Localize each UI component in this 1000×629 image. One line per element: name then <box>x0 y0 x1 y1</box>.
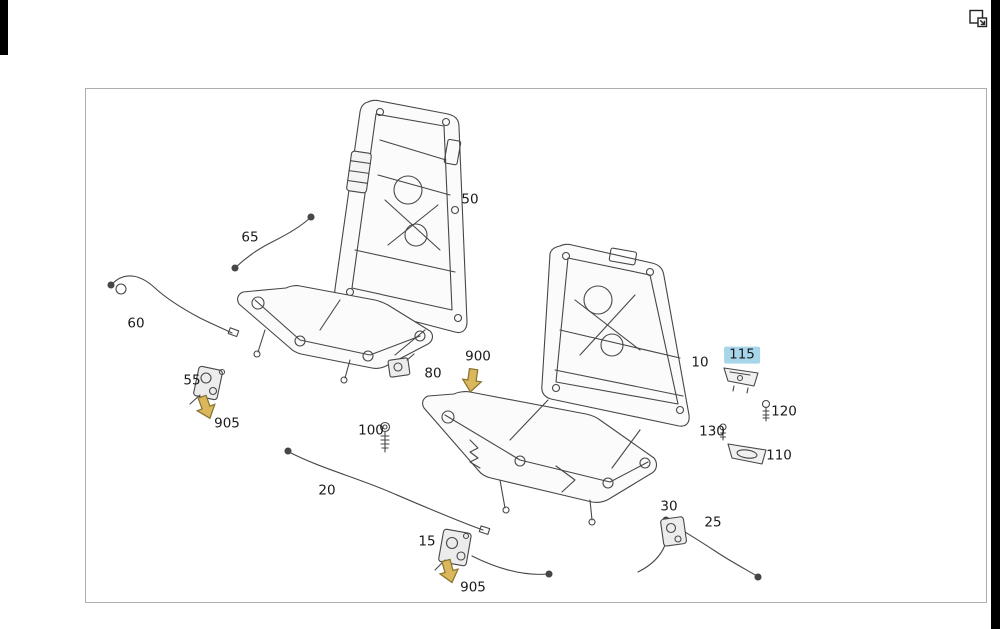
part-label-30[interactable]: 30 <box>660 498 678 515</box>
left-seat-backrest <box>334 99 468 334</box>
part-label-80[interactable]: 80 <box>424 365 442 382</box>
bracket-80 <box>387 353 415 378</box>
highlight-arrow-icon[interactable] <box>459 367 484 395</box>
open-new-window-icon[interactable] <box>968 8 988 28</box>
right-seat-base <box>422 391 657 526</box>
left-seat-base <box>237 285 433 384</box>
part-label-25[interactable]: 25 <box>704 514 722 531</box>
part-label-50[interactable]: 50 <box>461 191 479 208</box>
highlight-arrow-icon[interactable] <box>191 392 220 423</box>
part-label-10[interactable]: 10 <box>691 354 709 371</box>
part-label-120[interactable]: 120 <box>771 403 797 420</box>
part-label-20[interactable]: 20 <box>318 482 336 499</box>
latch-30 <box>660 516 687 547</box>
screw-120 <box>761 399 771 422</box>
highlight-arrow-icon[interactable] <box>435 557 463 587</box>
part-label-900[interactable]: 900 <box>465 348 491 365</box>
bracket-110 <box>727 443 767 465</box>
part-label-905-left[interactable]: 905 <box>214 415 240 432</box>
right-seat-backrest <box>541 243 690 427</box>
part-label-100[interactable]: 100 <box>358 422 384 439</box>
part-label-55[interactable]: 55 <box>183 372 201 389</box>
left-edge-bar <box>0 0 8 55</box>
part-label-905-bottom[interactable]: 905 <box>460 579 486 596</box>
right-edge-bar <box>991 0 1000 629</box>
part-label-110[interactable]: 110 <box>766 447 792 464</box>
part-label-60[interactable]: 60 <box>127 315 145 332</box>
part-label-15[interactable]: 15 <box>418 533 436 550</box>
part-label-115-selected[interactable]: 115 <box>724 346 760 364</box>
part-label-130[interactable]: 130 <box>699 423 725 440</box>
cover-115 <box>723 367 759 394</box>
part-label-65[interactable]: 65 <box>241 229 259 246</box>
diagram-border-frame <box>85 88 987 603</box>
